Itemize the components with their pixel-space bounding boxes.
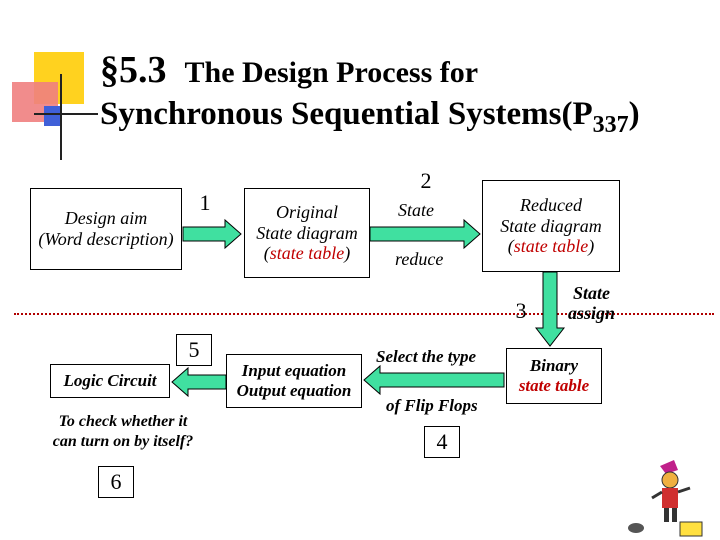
original-paren-open: (	[263, 243, 270, 264]
check-line1: To check whether it	[58, 413, 188, 430]
state-label: State	[398, 200, 434, 220]
arrow-reduced-to-binary	[534, 271, 566, 347]
title-text-2: Synchronous Sequential Systems(P	[100, 96, 593, 132]
logic-circuit-box: Logic Circuit	[50, 364, 170, 398]
reduced-line1: Reduced	[520, 194, 582, 215]
logo-square-blue	[44, 106, 62, 126]
reduce-label: reduce	[395, 249, 444, 269]
title-text-1: The Design Process for	[184, 56, 479, 89]
reduced-paren-open: (	[507, 236, 514, 257]
cartoon-figure-icon	[628, 460, 703, 537]
state-assign-label: State assign	[568, 283, 616, 324]
select-type-label: Select the type	[376, 347, 477, 366]
step-number-4: 4	[424, 426, 460, 458]
step-number-2: 2	[420, 168, 432, 193]
output-equation: Output equation	[236, 381, 352, 400]
binary-line1: Binary	[529, 356, 579, 376]
arrow-original-to-reduced	[369, 218, 481, 250]
logic-circuit-label: Logic Circuit	[63, 371, 157, 391]
flip-flops-label: of Flip Flops	[386, 396, 478, 415]
input-equation: Input equation	[241, 361, 347, 381]
arrow-equations-to-logic	[171, 366, 227, 398]
logo-line-horizontal	[34, 113, 98, 115]
design-aim-box: Design aim (Word description)	[30, 188, 182, 270]
logo-line-vertical	[60, 74, 62, 160]
binary-state-table: state table	[518, 376, 590, 395]
original-line1: Original	[275, 201, 338, 222]
reduced-paren-close: )	[588, 236, 595, 257]
section-number: §5.3	[100, 49, 167, 91]
slide-title-line1: §5.3 The Design Process for	[100, 48, 478, 92]
slide-title-line2: Synchronous Sequential Systems(P337)	[100, 96, 640, 139]
step-number-1: 1	[199, 190, 211, 215]
original-paren-close: )	[344, 243, 351, 264]
original-state-box: Original State diagram (state table)	[244, 188, 370, 278]
state-assign-line2: assign	[568, 302, 616, 323]
title-page-sub: 337	[592, 112, 629, 138]
original-line2: State diagram	[256, 222, 358, 243]
reduced-state-table: state table	[513, 236, 589, 257]
original-state-table: state table	[269, 243, 345, 264]
binary-state-box: Binary state table	[506, 348, 602, 404]
arrow-aim-to-original	[182, 218, 242, 250]
check-note: To check whether it can turn on by itsel…	[30, 412, 216, 452]
design-aim-line1: Design aim	[64, 208, 148, 229]
step-number-3: 3	[515, 298, 527, 323]
equations-box: Input equation Output equation	[226, 354, 362, 408]
reduced-state-box: Reduced State diagram (state table)	[482, 180, 620, 272]
dotted-separator	[14, 313, 714, 315]
title-text-2-end: )	[628, 96, 640, 132]
reduced-line2: State diagram	[500, 215, 602, 236]
step-number-5: 5	[176, 334, 212, 366]
state-assign-line1: State	[573, 283, 611, 303]
check-line2: can turn on by itself?	[52, 433, 194, 450]
step-number-6: 6	[98, 466, 134, 498]
arrow-binary-to-equations	[363, 364, 505, 396]
design-aim-line2: (Word description)	[38, 229, 174, 249]
